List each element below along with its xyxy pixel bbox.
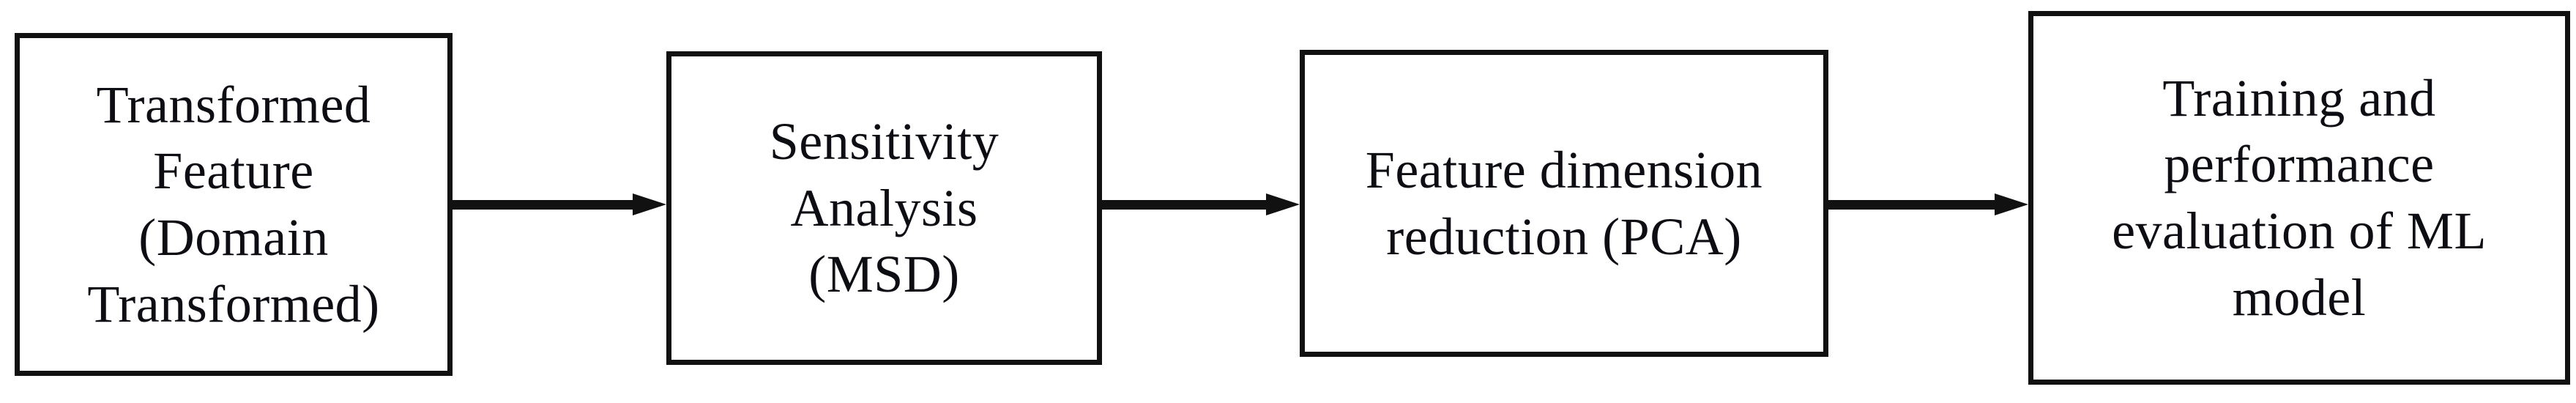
arrow-shaft — [1828, 200, 1995, 210]
arrow-shaft — [453, 200, 633, 210]
arrow-head-icon — [1266, 193, 1300, 215]
flow-node-label: Transformed Feature (Domain Transformed) — [87, 75, 380, 333]
arrow-shaft — [1102, 200, 1266, 210]
flow-node-feature-dimension-reduction[interactable]: Feature dimension reduction (PCA) — [1300, 50, 1828, 357]
flow-node-label: Training and performance evaluation of M… — [2112, 68, 2487, 327]
flow-arrow-transformed-feature-to-sensitivity-analysis — [453, 193, 666, 215]
flow-node-transformed-feature[interactable]: Transformed Feature (Domain Transformed) — [15, 33, 453, 376]
flow-node-label: Sensitivity Analysis (MSD) — [769, 111, 999, 304]
flow-node-training-evaluation[interactable]: Training and performance evaluation of M… — [2028, 11, 2570, 385]
flow-node-label: Feature dimension reduction (PCA) — [1365, 140, 1763, 266]
flow-node-sensitivity-analysis[interactable]: Sensitivity Analysis (MSD) — [666, 51, 1102, 365]
flow-arrow-sensitivity-analysis-to-feature-dimension-reduction — [1102, 193, 1300, 215]
arrow-head-icon — [633, 193, 666, 215]
flow-arrow-feature-dimension-reduction-to-training-evaluation — [1828, 193, 2028, 215]
arrow-head-icon — [1995, 193, 2028, 215]
